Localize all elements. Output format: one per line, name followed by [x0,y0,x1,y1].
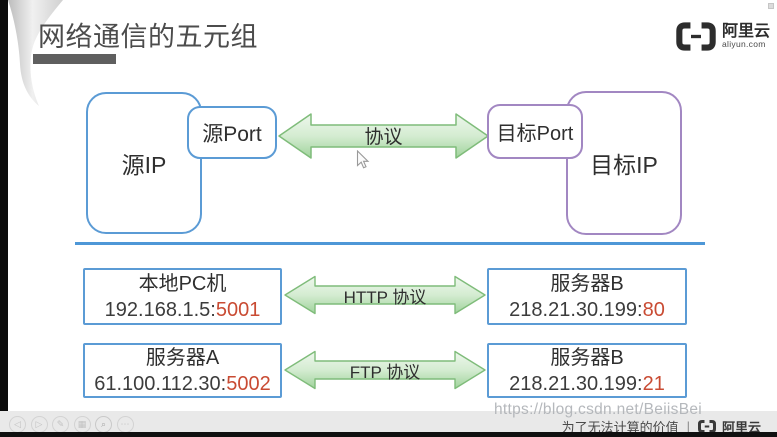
dest-port-box: 目标Port [487,104,583,159]
page-title: 网络通信的五元组 [38,22,258,52]
aliyun-brackets-icon-small [697,420,716,433]
dest-ip-box: 目标IP [566,91,682,235]
host-box-server-b-ftp: 服务器B 218.21.30.199:21 [487,343,687,398]
host-address: 61.100.112.30:5002 [94,372,271,395]
previous-slide-button[interactable]: ◁ [9,416,26,433]
aliyun-brackets-icon [676,22,716,51]
title-underline [33,54,116,64]
aliyun-logo-text: 阿里云 [722,22,771,40]
source-ip-box: 源IP [86,92,202,234]
aliyun-logo: 阿里云 aliyun.com [676,22,770,51]
window-corner-icon[interactable] [768,3,774,9]
host-address: 218.21.30.199:21 [509,372,665,395]
host-name: 服务器B [550,346,624,369]
pen-tool-button[interactable]: ✎ [52,416,69,433]
source-port-box: 源Port [187,106,277,159]
ftp-protocol-arrow [284,350,486,390]
port-number: 5002 [226,372,271,395]
more-options-button[interactable]: ⋯ [116,416,134,433]
source-ip-label: 源IP [121,152,167,178]
host-address: 218.21.30.199:80 [509,298,665,321]
bottom-black-strip [0,432,777,437]
http-protocol-arrow [284,275,486,315]
host-box-local-pc: 本地PC机 192.168.1.5:5001 [83,268,282,325]
host-box-server-b-http: 服务器B 218.21.30.199:80 [487,268,687,325]
source-port-label: 源Port [202,122,262,146]
host-name: 服务器A [145,346,220,369]
dest-port-label: 目标Port [496,123,574,145]
overview-icon: ▦ [77,419,87,429]
funnel-decoration [5,0,67,112]
footer-branding: 为了无法计算的价值 | 阿里云 [562,417,761,436]
host-box-server-a: 服务器A 61.100.112.30:5002 [83,343,282,398]
port-number: 21 [642,372,665,395]
footer-bar [0,411,777,432]
next-icon: ▷ [35,419,43,429]
host-name: 本地PC机 [138,272,227,295]
mouse-cursor [356,150,370,170]
port-number: 5001 [215,298,261,321]
port-number: 80 [642,298,665,321]
left-edge-strip [0,0,8,437]
next-slide-button[interactable]: ▷ [30,416,48,433]
section-divider-line [75,242,705,245]
aliyun-logo-domain: aliyun.com [722,39,766,50]
csdn-watermark: https://blog.csdn.net/BeiisBei [494,401,703,418]
slideshow-controls: ◁ ▷ ✎ ▦ ⌕ ⋯ [9,416,134,433]
footer-slogan: 为了无法计算的价值 [561,420,679,435]
previous-icon: ◁ [14,419,21,429]
zoom-tool-button[interactable]: ⌕ [95,416,112,433]
pen-icon: ✎ [56,419,65,429]
host-address: 192.168.1.5:5001 [104,298,261,321]
host-name: 服务器B [550,272,624,295]
slide-overview-button[interactable]: ▦ [73,416,91,433]
footer-separator: | [686,419,690,434]
magnifier-icon: ⌕ [100,419,107,429]
footer-brand-name: 阿里云 [721,420,761,435]
protocol-arrow [278,112,489,160]
ellipsis-icon: ⋯ [120,419,130,429]
dest-ip-label: 目标IP [590,152,658,178]
